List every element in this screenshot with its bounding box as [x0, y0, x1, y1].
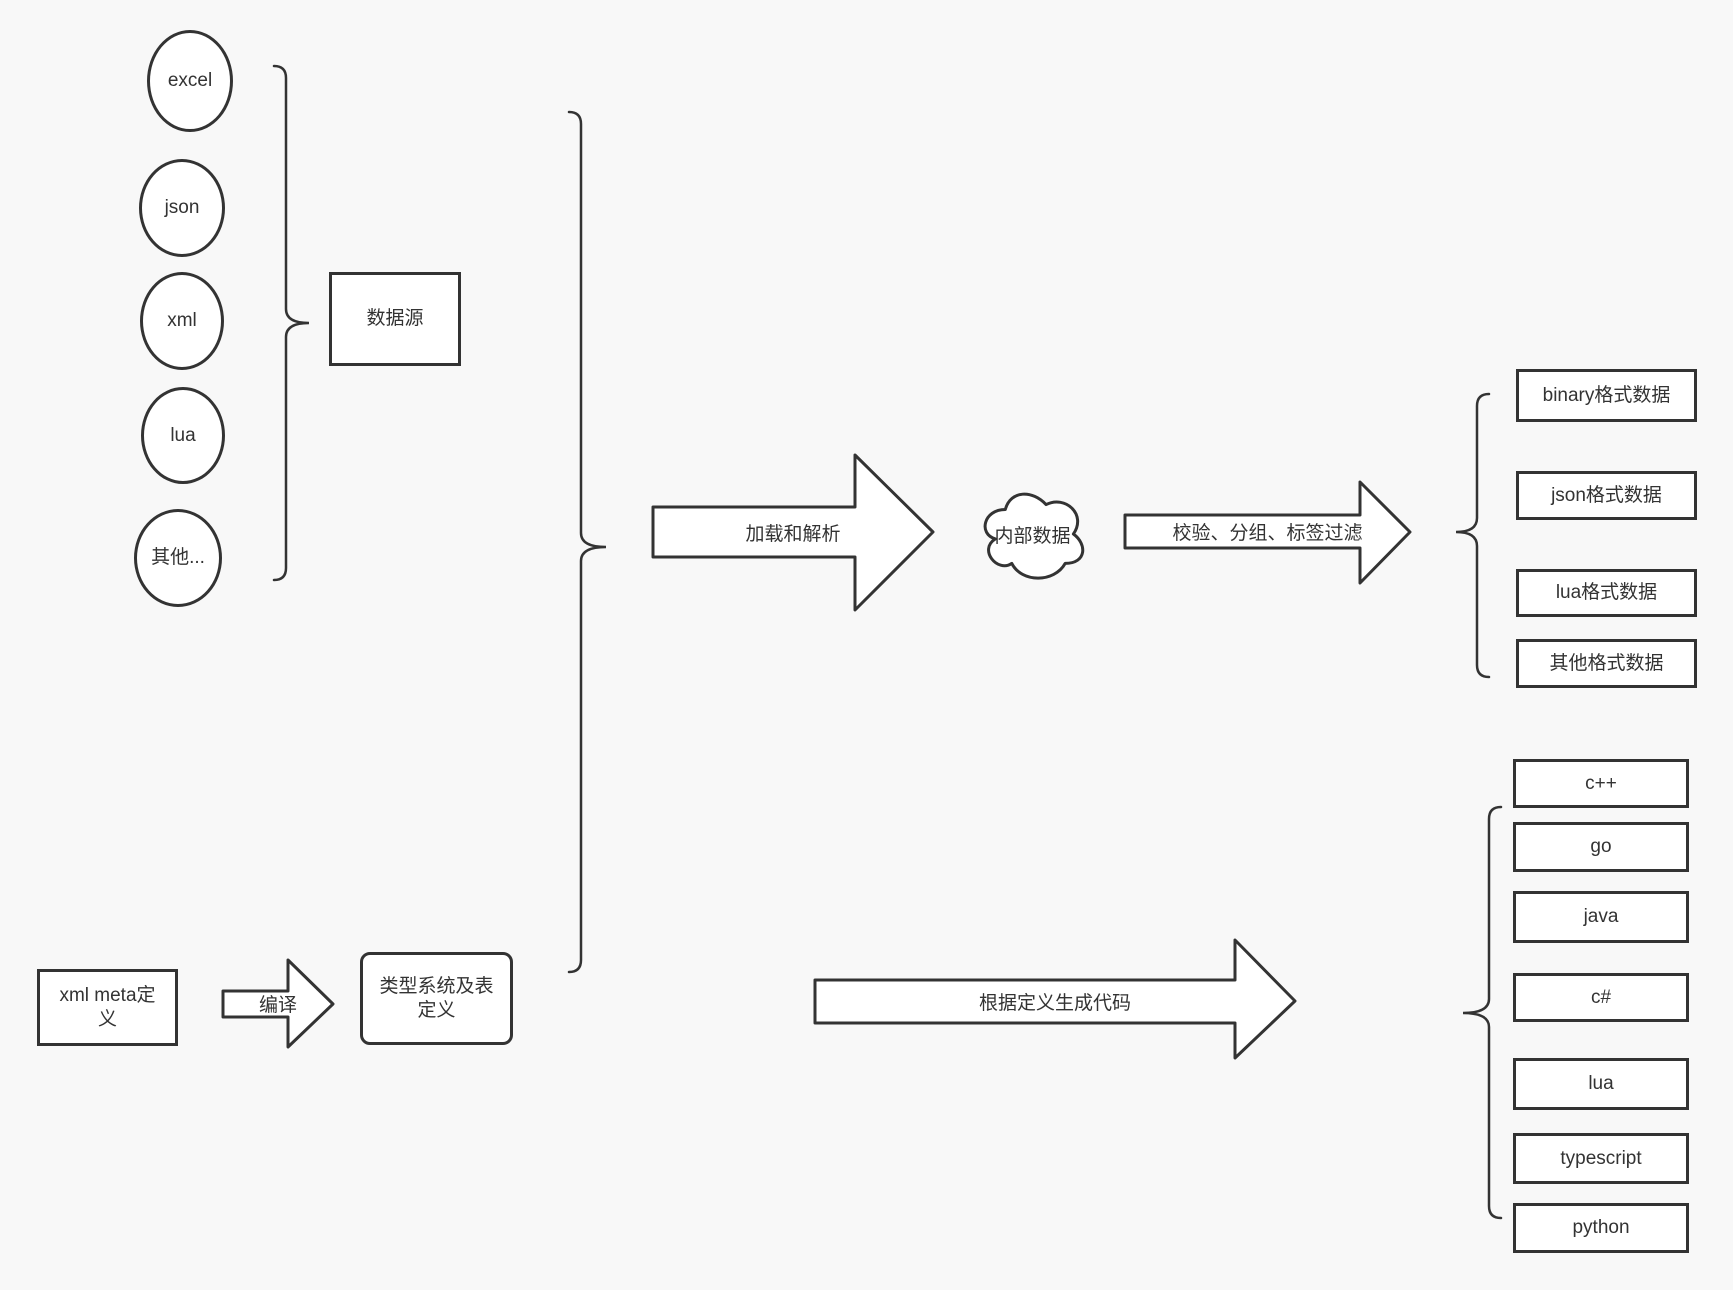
xml-meta-line1: xml meta定	[59, 984, 156, 1006]
source-ellipse-lua: lua	[141, 387, 225, 484]
type-system-line2: 定义	[417, 999, 456, 1021]
internal-data-cloud	[983, 492, 1085, 580]
load-parse-arrow	[651, 453, 935, 612]
language-box-csharp: c#	[1513, 973, 1689, 1022]
output-box-binary: binary格式数据	[1516, 369, 1697, 422]
output-formats-brace	[1455, 392, 1491, 679]
language-box-java: java	[1513, 891, 1689, 943]
output-box-json: json格式数据	[1516, 471, 1697, 520]
output-box-other: 其他格式数据	[1516, 639, 1697, 688]
source-ellipse-xml: xml	[140, 272, 224, 370]
source-ellipse-other: 其他...	[134, 509, 222, 607]
xml-meta-definition-box: xml meta定 义	[37, 969, 178, 1046]
sources-brace	[272, 64, 310, 582]
language-box-python: python	[1513, 1203, 1689, 1253]
languages-brace	[1462, 805, 1503, 1220]
language-box-lua: lua	[1513, 1058, 1689, 1110]
compile-arrow	[221, 958, 335, 1049]
output-box-lua: lua格式数据	[1516, 569, 1697, 617]
language-box-typescript: typescript	[1513, 1133, 1689, 1184]
filter-arrow	[1123, 480, 1412, 585]
language-box-go: go	[1513, 822, 1689, 872]
source-ellipse-json: json	[139, 159, 225, 257]
pipeline-input-brace	[567, 110, 607, 974]
type-system-line1: 类型系统及表	[379, 975, 494, 997]
source-ellipse-excel: excel	[147, 30, 233, 132]
xml-meta-line2: 义	[97, 1008, 117, 1030]
codegen-arrow	[813, 938, 1297, 1060]
data-source-box: 数据源	[329, 272, 461, 366]
type-system-box: 类型系统及表 定义	[360, 952, 513, 1045]
language-box-cpp: c++	[1513, 759, 1689, 808]
